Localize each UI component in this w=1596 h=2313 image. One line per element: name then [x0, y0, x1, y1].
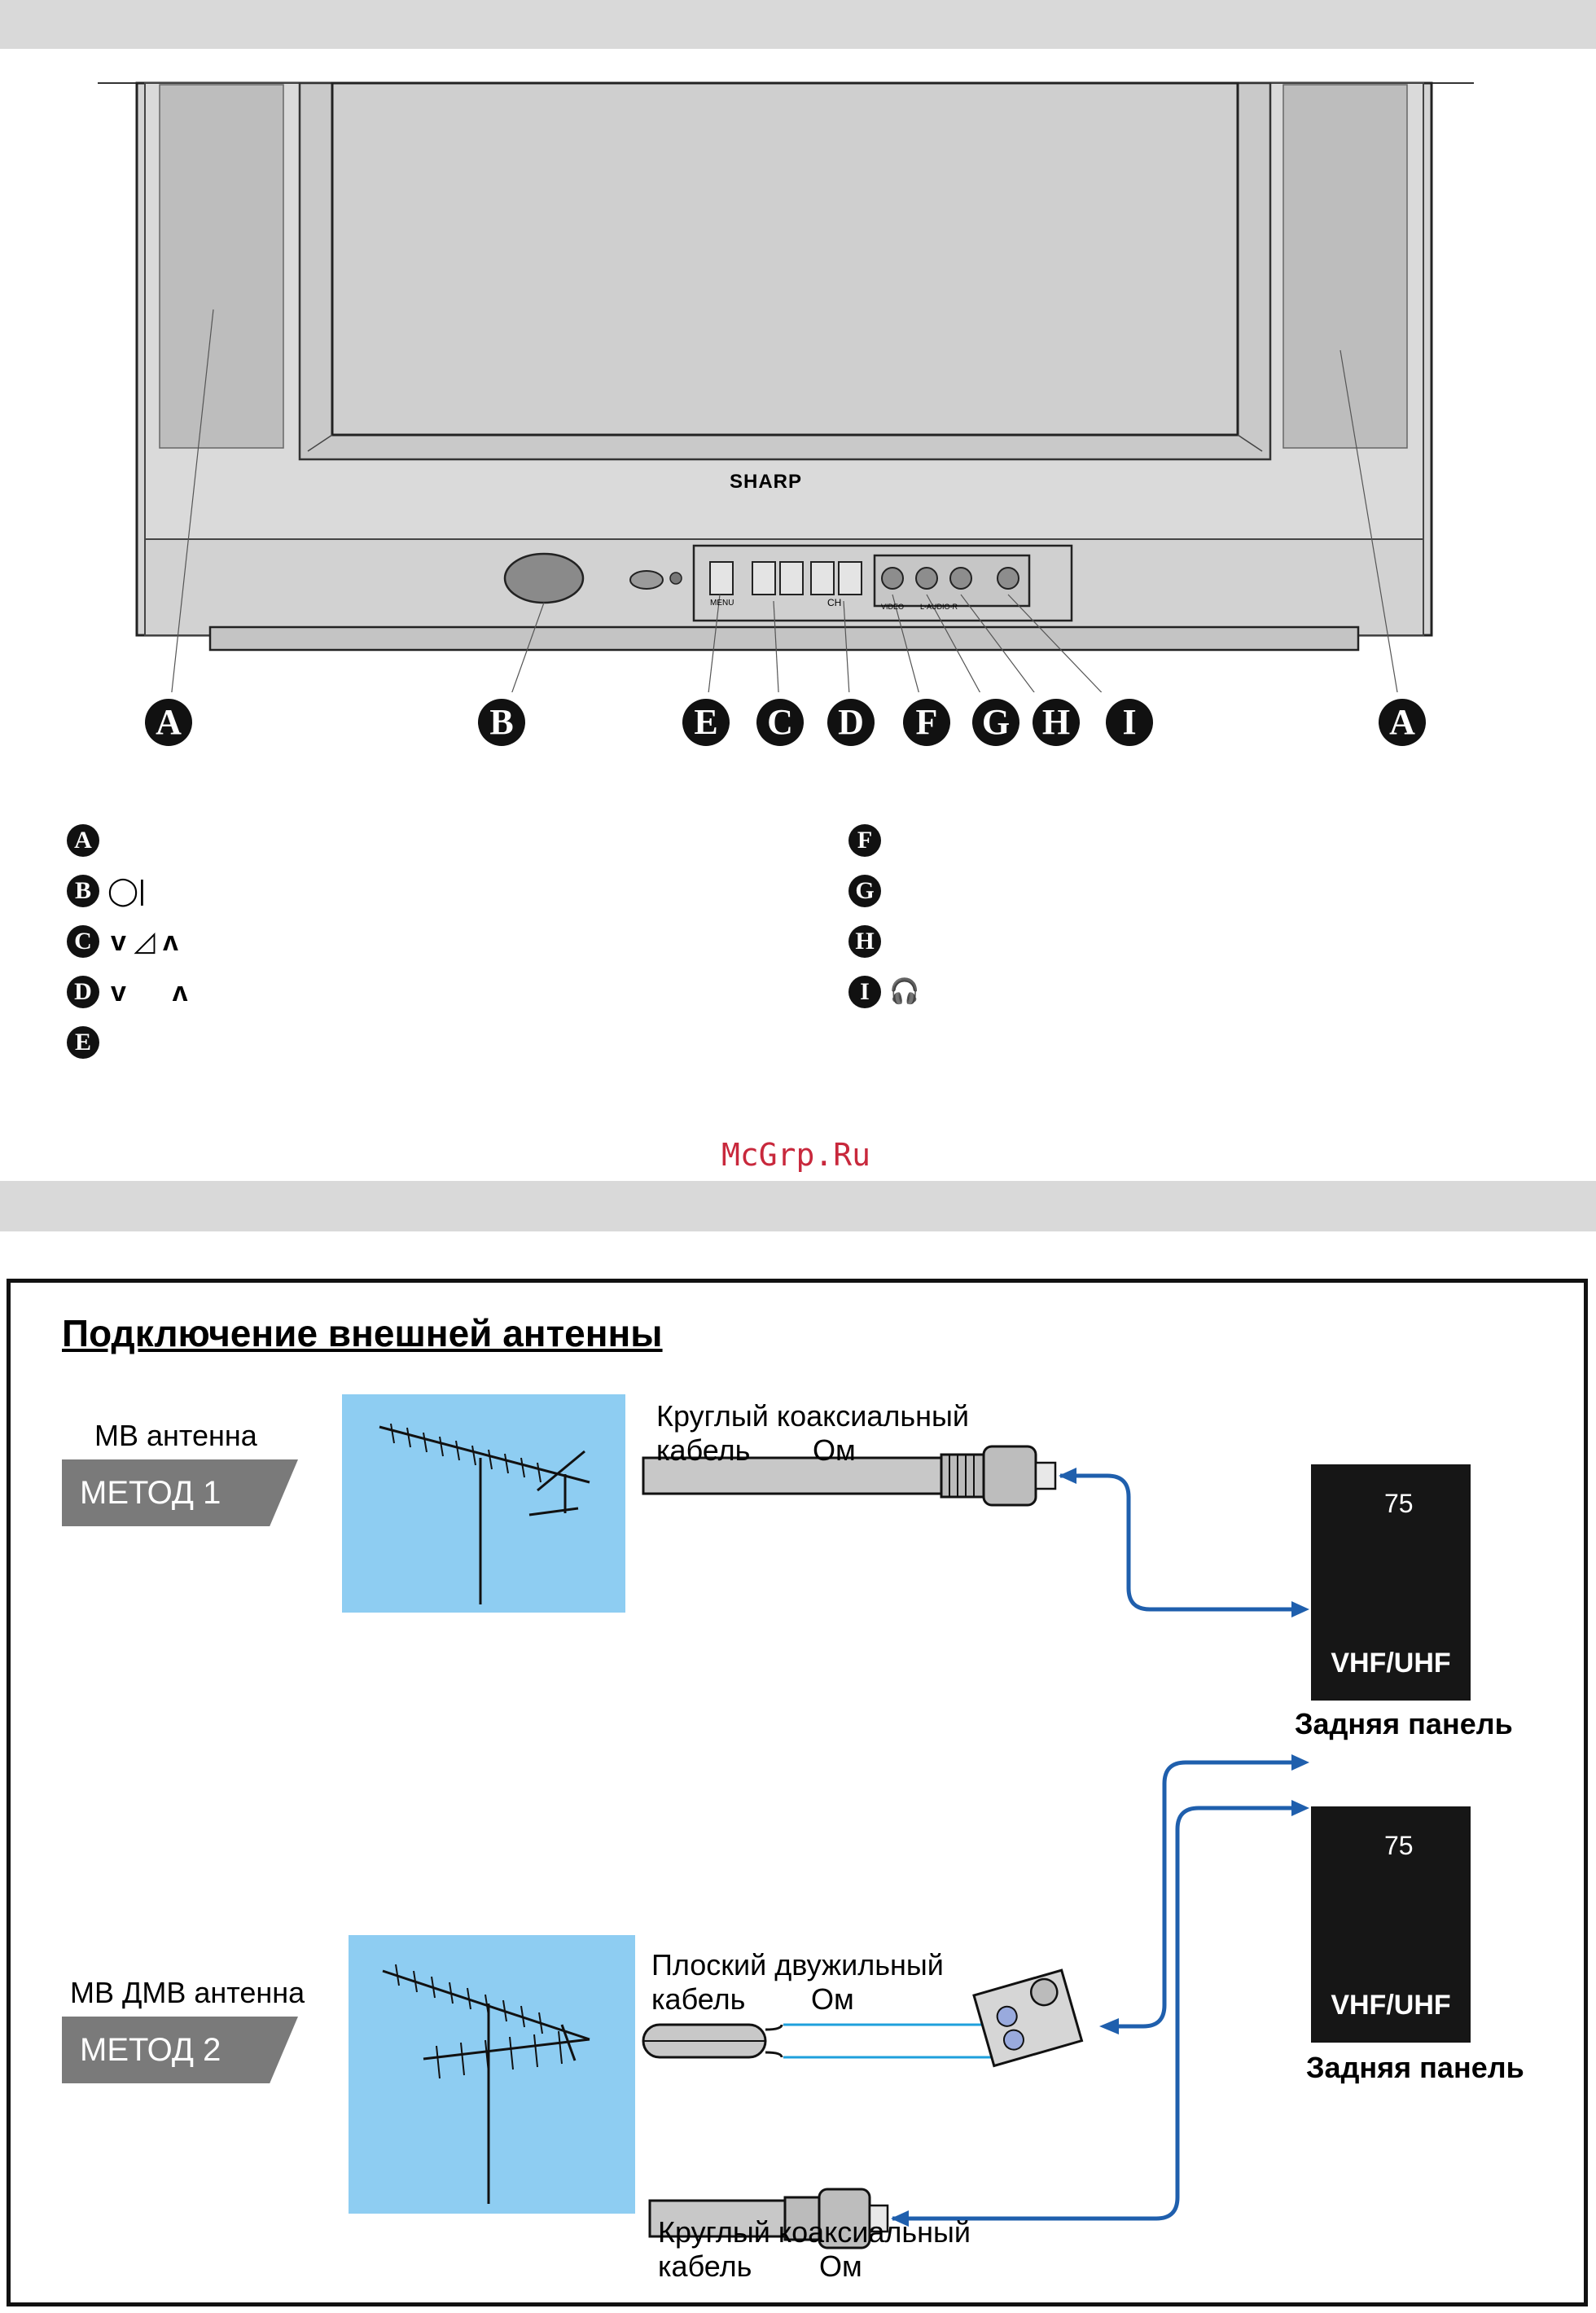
- method2-coax-line1: Круглый коаксиальный: [658, 2215, 971, 2249]
- left-speaker: [159, 84, 284, 449]
- callout-a-left: A: [145, 699, 192, 746]
- panel-label-ch: CH: [827, 597, 842, 608]
- right-speaker: [1282, 84, 1408, 449]
- method1-rear-caption: Задняя панель: [1295, 1707, 1513, 1740]
- watermark-link[interactable]: McGrp.Ru: [721, 1137, 871, 1173]
- method2-flat-cable-line2a: кабель: [651, 1982, 746, 2016]
- legend-badge-h: H: [848, 925, 881, 958]
- method2-flat-cable-line1: Плоский двужильный: [651, 1948, 944, 1982]
- method1-badge: МЕТОД 1: [62, 1459, 298, 1526]
- callout-e: E: [682, 699, 730, 746]
- legend-badge-f: F: [848, 824, 881, 857]
- method2-badge: МЕТОД 2: [62, 2017, 298, 2083]
- panel-label-audio: L-AUDIO-R: [920, 603, 958, 611]
- tv-screen: [331, 81, 1239, 437]
- callout-a-right: A: [1379, 699, 1426, 746]
- power-button: [503, 552, 585, 604]
- method1-rear-number: 75: [1384, 1489, 1414, 1518]
- callout-d: D: [827, 699, 875, 746]
- standby-button: [629, 570, 664, 590]
- callout-f: F: [903, 699, 950, 746]
- headphone-icon: 🎧: [889, 978, 920, 1005]
- method2-rear-caption: Задняя панель: [1306, 2051, 1524, 2084]
- method2-rear-number: 75: [1384, 1831, 1414, 1860]
- legend-badge-g: G: [848, 875, 881, 907]
- method1-cable-line1: Круглый коаксиальный: [656, 1399, 970, 1433]
- power-symbol-icon: ◯|: [107, 876, 146, 906]
- method2-antenna-label: МВ ДМВ антенна: [70, 1976, 305, 2009]
- tv-front-drawing: [98, 81, 1474, 692]
- tv-brand-logo: SHARP: [730, 471, 803, 493]
- method2-coax-line2b: Ом: [819, 2249, 862, 2283]
- callout-g: G: [972, 699, 1019, 746]
- method2-rear-label: VHF/UHF: [1331, 1990, 1451, 2021]
- panel-label-video: VIDEO: [881, 603, 905, 611]
- callout-h: H: [1033, 699, 1080, 746]
- top-band: [0, 0, 1596, 49]
- middle-band: [0, 1181, 1596, 1231]
- method1-cable-line2a: кабель: [656, 1433, 751, 1467]
- channel-symbol-icon: v ʌ: [111, 977, 188, 1007]
- method2-coax-line2a: кабель: [658, 2249, 752, 2283]
- legend-badge-b: B: [67, 875, 99, 907]
- legend-badge-a: A: [67, 824, 99, 857]
- legend-badge-d: D: [67, 976, 99, 1008]
- method1-antenna-label: МВ антенна: [94, 1419, 257, 1452]
- antenna-connection-panel: [7, 1279, 1588, 2306]
- volume-symbol-icon: v ◿ ʌ: [111, 926, 178, 957]
- panel-label-menu: MENU: [710, 599, 734, 608]
- callout-i: I: [1106, 699, 1153, 746]
- legend-badge-c: C: [67, 925, 99, 958]
- callout-b: B: [478, 699, 525, 746]
- legend-badge-e: E: [67, 1026, 99, 1059]
- legend-badge-i: I: [848, 976, 881, 1008]
- method1-rear-label: VHF/UHF: [1331, 1648, 1451, 1679]
- method2-antenna-picture: [349, 1935, 635, 2214]
- method2-rear-panel: 75 VHF/UHF: [1311, 1806, 1471, 2043]
- matching-transformer: [972, 1968, 1084, 2068]
- method2-flat-cable-line2b: Ом: [811, 1982, 854, 2016]
- antenna-title: Подключение внешней антенны: [62, 1312, 663, 1354]
- method1-cable-line2b: Ом: [813, 1433, 856, 1467]
- method1-rear-panel: 75 VHF/UHF: [1311, 1464, 1471, 1701]
- callout-c: C: [756, 699, 804, 746]
